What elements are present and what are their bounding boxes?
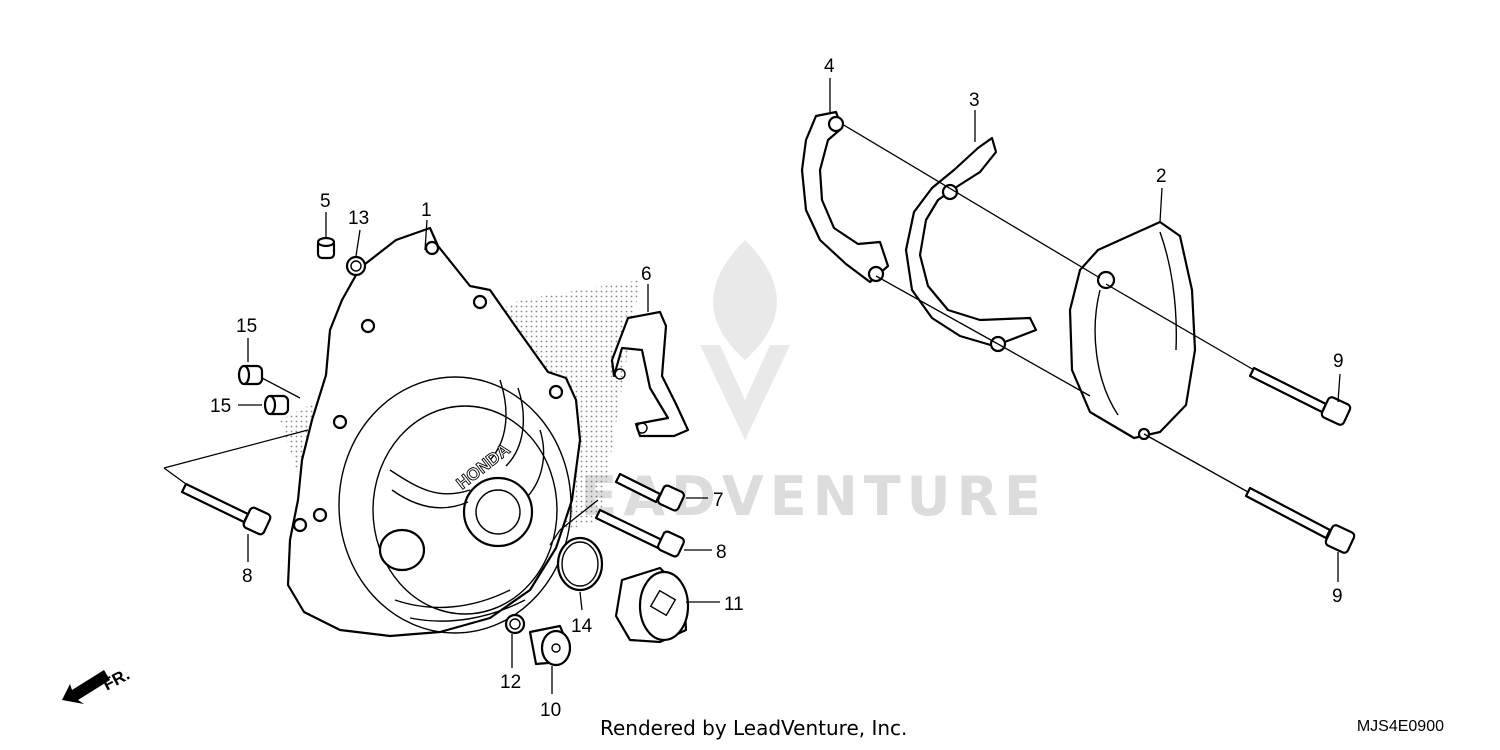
callout-9-upper: 9 [1333, 351, 1344, 372]
footer-credit: Rendered by LeadVenture, Inc. [600, 716, 908, 740]
front-indicator-label: FR. [100, 665, 133, 695]
callout-9-lower: 9 [1332, 586, 1343, 607]
callout-12: 12 [500, 672, 521, 693]
callout-15-upper: 15 [236, 316, 257, 337]
guard-strap [800, 110, 890, 284]
washer-12 [504, 613, 526, 635]
callout-7: 7 [713, 490, 724, 511]
callout-15-lower: 15 [210, 396, 231, 417]
callout-8-right: 8 [716, 542, 727, 563]
bolt-9-lower [1244, 486, 1356, 554]
bolt-8-right [594, 508, 685, 558]
callout-11: 11 [724, 594, 744, 615]
callout-2: 2 [1156, 166, 1167, 187]
dowel-pin-15-upper [237, 364, 264, 386]
callout-3: 3 [969, 90, 980, 111]
front-direction-arrow-icon: FR. [62, 665, 133, 704]
callout-10: 10 [540, 700, 561, 721]
callout-13: 13 [348, 208, 369, 229]
o-ring-14 [556, 536, 604, 592]
diagram-code: MJS4E0900 [1356, 718, 1444, 735]
bolt-7 [614, 472, 685, 512]
callout-6: 6 [641, 264, 652, 285]
timing-hole-cap [614, 566, 690, 644]
callout-1: 1 [421, 200, 432, 221]
crankcase-cover: HONDA [286, 226, 582, 638]
sprocket-cover [1068, 220, 1197, 441]
bolt-8-left [180, 482, 272, 536]
callout-14: 14 [571, 616, 593, 637]
guard-plate [904, 136, 1038, 353]
dowel-pin-15-lower [263, 394, 290, 416]
callout-8-left: 8 [242, 566, 253, 587]
plug-bolt-10 [528, 624, 572, 667]
callout-4: 4 [824, 56, 835, 77]
dowel-pin-5 [316, 236, 336, 260]
bolt-9-upper [1248, 366, 1352, 426]
o-ring-13 [345, 255, 367, 277]
wire-bracket [610, 310, 690, 438]
leader-lines [163, 78, 1341, 694]
callout-5: 5 [320, 191, 331, 212]
